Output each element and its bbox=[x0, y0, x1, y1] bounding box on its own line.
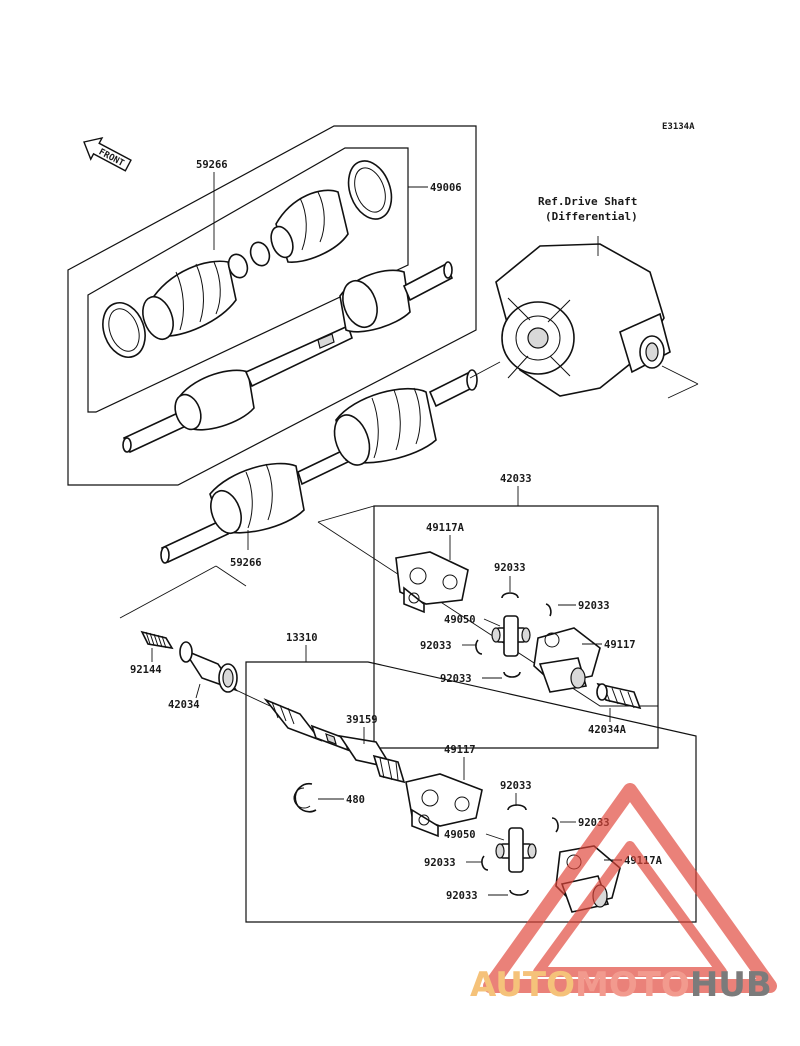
label-49117-lower: 49117 bbox=[444, 744, 476, 756]
label-49117-upper: 49117 bbox=[604, 639, 636, 651]
clip-92033-a bbox=[501, 592, 519, 599]
label-42033: 42033 bbox=[500, 473, 532, 485]
label-92033-a: 92033 bbox=[494, 562, 526, 574]
middle-frame-line-2 bbox=[215, 565, 247, 587]
watermark-hub: HUB bbox=[690, 965, 772, 1005]
watermark-auto: AUTO bbox=[470, 965, 575, 1005]
clip-92033-b bbox=[545, 603, 552, 617]
clip-92033-h bbox=[509, 889, 529, 896]
cross-49050-lower bbox=[495, 827, 537, 873]
label-42034A: 42034A bbox=[588, 724, 627, 736]
label-480: 480 bbox=[346, 794, 365, 806]
label-49117A-upper: 49117A bbox=[426, 522, 465, 534]
watermark-logo bbox=[483, 783, 777, 993]
label-92033-d: 92033 bbox=[440, 673, 472, 685]
label-42034: 42034 bbox=[168, 699, 200, 711]
coupler-42034A bbox=[596, 682, 642, 710]
cross-49050-upper bbox=[491, 615, 531, 657]
watermark-moto: MOTO bbox=[575, 965, 690, 1005]
label-92144: 92144 bbox=[130, 664, 162, 676]
label-92033-g: 92033 bbox=[424, 857, 456, 869]
clip-92033-g bbox=[481, 855, 489, 871]
clip-92033-f bbox=[551, 817, 559, 833]
label-59266-top: 59266 bbox=[196, 159, 228, 171]
label-92033-c: 92033 bbox=[420, 640, 452, 652]
upper-assembly-frame bbox=[67, 125, 477, 486]
boot-kit-frame bbox=[87, 147, 409, 413]
label-92033-b: 92033 bbox=[578, 600, 610, 612]
clip-92033-c bbox=[475, 639, 483, 655]
lower-assembly-frame bbox=[245, 661, 697, 923]
ujoint-kit-frame bbox=[373, 505, 659, 749]
clip-92033-d bbox=[503, 671, 521, 678]
yoke-49117-lower bbox=[405, 773, 483, 838]
sleeve-42034 bbox=[179, 641, 239, 693]
reference-line-2: (Differential) bbox=[545, 210, 638, 223]
yoke-49117A-upper bbox=[395, 551, 469, 614]
label-49050-lower: 49050 bbox=[444, 829, 476, 841]
label-92033-e: 92033 bbox=[500, 780, 532, 792]
watermark-text: AUTOMOTOHUB bbox=[470, 965, 772, 1005]
label-49050-upper: 49050 bbox=[444, 614, 476, 626]
reference-line-1: Ref.Drive Shaft bbox=[538, 195, 637, 208]
upper-drive-shaft bbox=[122, 261, 454, 454]
diagram-code: E3134A bbox=[662, 122, 695, 132]
label-59266-bottom: 59266 bbox=[230, 557, 262, 569]
snap-ring-480 bbox=[293, 782, 317, 813]
label-49006: 49006 bbox=[430, 182, 462, 194]
yoke-49117-upper bbox=[533, 627, 601, 693]
differential-housing bbox=[469, 236, 699, 399]
clip-92033-e bbox=[507, 804, 527, 811]
lower-drive-shaft bbox=[160, 369, 478, 564]
boot-kit-parts bbox=[102, 160, 393, 358]
shaft-39159 bbox=[263, 698, 406, 784]
front-arrow-icon: FRONT bbox=[83, 136, 132, 172]
spring-92144 bbox=[140, 630, 174, 650]
middle-frame-line bbox=[119, 565, 217, 619]
label-92033-h: 92033 bbox=[446, 890, 478, 902]
label-13310: 13310 bbox=[286, 632, 318, 644]
label-39159: 39159 bbox=[346, 714, 378, 726]
